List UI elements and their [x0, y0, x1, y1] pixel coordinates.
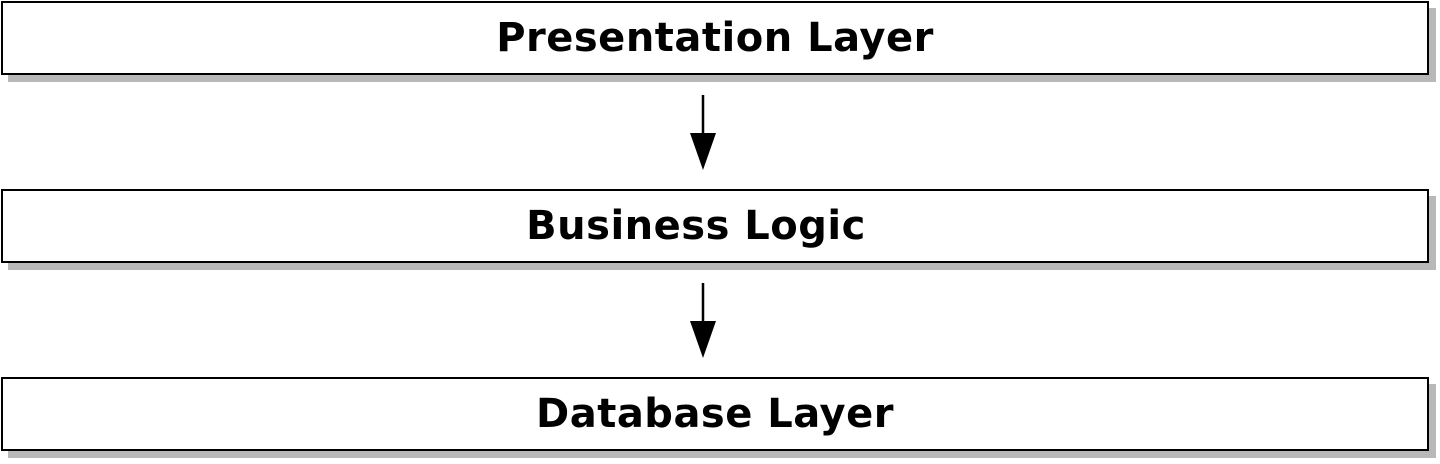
database-layer-label: Database Layer: [536, 391, 894, 437]
down-arrow-icon: [690, 95, 716, 170]
business-logic-box: Business Logic: [1, 189, 1429, 263]
database-layer-box: Database Layer: [1, 377, 1429, 451]
business-logic-label: Business Logic: [526, 203, 866, 249]
presentation-layer-box: Presentation Layer: [1, 1, 1429, 75]
down-arrow-icon: [690, 283, 716, 358]
presentation-layer-label: Presentation Layer: [496, 15, 934, 61]
